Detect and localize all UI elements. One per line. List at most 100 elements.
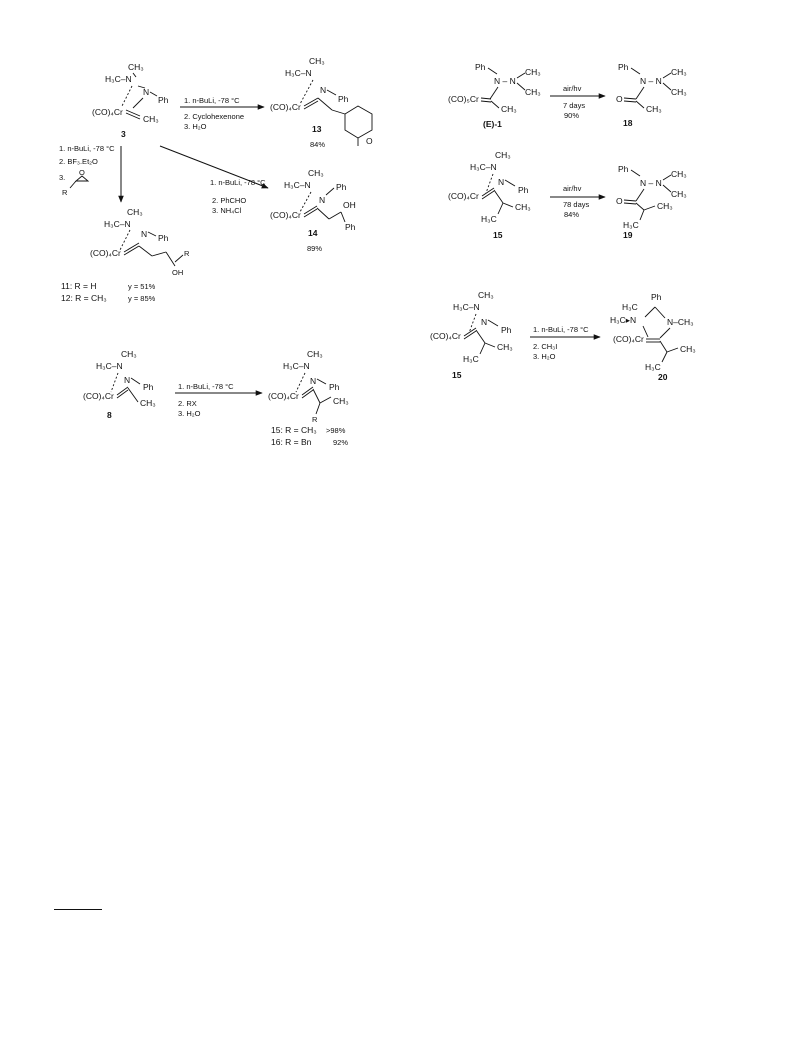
cond-20-3: 3. H₂O bbox=[533, 352, 556, 361]
cond-18-3: 90% bbox=[564, 111, 579, 120]
scheme-text: N bbox=[141, 229, 147, 239]
atom-n: N bbox=[143, 87, 149, 97]
cond-19-2: 78 days bbox=[563, 200, 590, 209]
scheme-text: CH₃ bbox=[497, 342, 513, 352]
scheme-text: CH₃ bbox=[127, 207, 143, 217]
compound-label-19: 19 bbox=[623, 230, 633, 240]
scheme-text: CH₃ bbox=[121, 349, 137, 359]
yield-11: y = 51% bbox=[128, 282, 156, 291]
scheme-text: CH₃ bbox=[307, 349, 323, 359]
cond-11-3: 3. bbox=[59, 173, 65, 182]
scheme-text: CH₃ bbox=[657, 201, 673, 211]
atom-ph: Ph bbox=[158, 95, 169, 105]
compound-11-12-structure: CH₃ H₃C–N N Ph (CO)₄Cr R OH 11: R = H y … bbox=[61, 207, 190, 303]
scheme-text: N – N bbox=[494, 76, 516, 86]
yield-13: 84% bbox=[310, 140, 325, 149]
compound-label-14: 14 bbox=[308, 228, 318, 238]
scheme-text: (CO)₄Cr bbox=[268, 391, 299, 401]
scheme-text: N–CH₃ bbox=[667, 317, 694, 327]
compound-label-13: 13 bbox=[312, 124, 322, 134]
cond-13-2: 2. Cyclohexenone bbox=[184, 112, 244, 121]
cond-8-2: 2. RX bbox=[178, 399, 197, 408]
compound-label-8: 8 bbox=[107, 410, 112, 420]
scheme-text: Ph bbox=[651, 292, 662, 302]
scheme-text: H₃C bbox=[481, 214, 497, 224]
cond-19-1: air/hv bbox=[563, 184, 582, 193]
scheme-text: H₃C▸N bbox=[610, 315, 636, 325]
cond-8-1: 1. n-BuLi, -78 °C bbox=[178, 382, 234, 391]
compound-15-16-structure: CH₃ H₃C–N N Ph (CO)₄Cr CH₃ R 15: R = CH₃… bbox=[268, 349, 349, 447]
scheme-text: H₃C bbox=[622, 302, 638, 312]
scheme-text: O bbox=[616, 196, 623, 206]
compound-label-15b: 15 bbox=[452, 370, 462, 380]
scheme-text: (CO)₄Cr bbox=[448, 191, 479, 201]
scheme-text: H₃C–N bbox=[453, 302, 480, 312]
scheme-text: (CO)₄Cr bbox=[83, 391, 114, 401]
product-16: 16: R = Bn bbox=[271, 437, 312, 447]
atom-ch3: CH₃ bbox=[143, 114, 159, 124]
scheme-text: Ph bbox=[518, 185, 529, 195]
cond-20-1: 1. n-BuLi, -78 °C bbox=[533, 325, 589, 334]
cond-20-2: 2. CH₃I bbox=[533, 342, 557, 351]
compound-3-structure: CH₃ H₃C–N N Ph (CO)₄Cr CH₃ 3 bbox=[92, 62, 169, 139]
scheme-text: Ph bbox=[143, 382, 154, 392]
scheme-text: O bbox=[616, 94, 623, 104]
scheme-text: (CO)₄Cr bbox=[613, 334, 644, 344]
scheme-text: N bbox=[481, 317, 487, 327]
compound-15-structure-a: CH₃ H₃C–N N Ph (CO)₄Cr CH₃ H₃C 15 bbox=[448, 150, 531, 240]
scheme-text: CH₃ bbox=[671, 87, 687, 97]
scheme-text: CH₃ bbox=[680, 344, 696, 354]
compound-14-structure: CH₃ H₃C–N N Ph (CO)₄Cr OH Ph 14 89% bbox=[270, 168, 356, 253]
scheme-text: CH₃ bbox=[671, 169, 687, 179]
scheme-text: H₃C–N bbox=[470, 162, 497, 172]
scheme-text: CH₃ bbox=[309, 56, 325, 66]
scheme-text: OH bbox=[172, 268, 183, 277]
scheme-text: CH₃ bbox=[140, 398, 156, 408]
scheme-text: OH bbox=[343, 200, 356, 210]
cond-13-3: 3. H₂O bbox=[184, 122, 207, 131]
yield-15: >98% bbox=[326, 426, 346, 435]
arrow-3-to-14 bbox=[159, 145, 269, 189]
yield-16: 92% bbox=[333, 438, 348, 447]
cond-11-2: 2. BF₃.Et₂O bbox=[59, 157, 98, 166]
scheme-text: H₃C–N bbox=[285, 68, 312, 78]
scheme-text: Ph bbox=[338, 94, 349, 104]
compound-label-3: 3 bbox=[121, 129, 126, 139]
scheme-text: H₃C bbox=[463, 354, 479, 364]
compound-E1-structure: Ph N – N CH₃ CH₃ (CO)₅Cr CH₃ (E)-1 bbox=[448, 62, 541, 129]
scheme-text: N bbox=[124, 375, 130, 385]
scheme-text: H₃C–N bbox=[96, 361, 123, 371]
epoxide-icon: O R bbox=[62, 168, 90, 197]
compound-label-15a: 15 bbox=[493, 230, 503, 240]
scheme-text: CH₃ bbox=[525, 67, 541, 77]
scheme-text: Ph bbox=[501, 325, 512, 335]
compound-label-20: 20 bbox=[658, 372, 668, 382]
scheme-text: N – N bbox=[640, 76, 662, 86]
compound-label-18: 18 bbox=[623, 118, 633, 128]
scheme-text: Ph bbox=[618, 164, 629, 174]
scheme-text: CH₃ bbox=[525, 87, 541, 97]
cond-8-3: 3. H₂O bbox=[178, 409, 201, 418]
compound-13-structure: CH₃ H₃C–N N Ph (CO)₄Cr O 13 84% bbox=[270, 56, 373, 149]
scheme-text: Ph bbox=[158, 233, 169, 243]
scheme-text: O bbox=[79, 168, 85, 177]
scheme-text: (CO)₄Cr bbox=[430, 331, 461, 341]
yield-14: 89% bbox=[307, 244, 322, 253]
scheme-text: Ph bbox=[475, 62, 486, 72]
scheme-text: H₃C–N bbox=[104, 219, 131, 229]
atom-cr4: (CO)₄Cr bbox=[92, 107, 123, 117]
scheme-text: CH₃ bbox=[501, 104, 517, 114]
scheme-text: R bbox=[184, 249, 190, 258]
scheme-text: Ph bbox=[345, 222, 356, 232]
scheme-text: CH₃ bbox=[495, 150, 511, 160]
scheme-text: N bbox=[310, 376, 316, 386]
yield-12: y = 85% bbox=[128, 294, 156, 303]
scheme-text: N bbox=[320, 85, 326, 95]
scheme-text: Ph bbox=[618, 62, 629, 72]
scheme-text: Ph bbox=[336, 182, 347, 192]
scheme-text: N – N bbox=[640, 178, 662, 188]
cond-18-2: 7 days bbox=[563, 101, 585, 110]
scheme-text: CH₃ bbox=[671, 189, 687, 199]
cond-13-1: 1. n-BuLi, -78 °C bbox=[184, 96, 240, 105]
